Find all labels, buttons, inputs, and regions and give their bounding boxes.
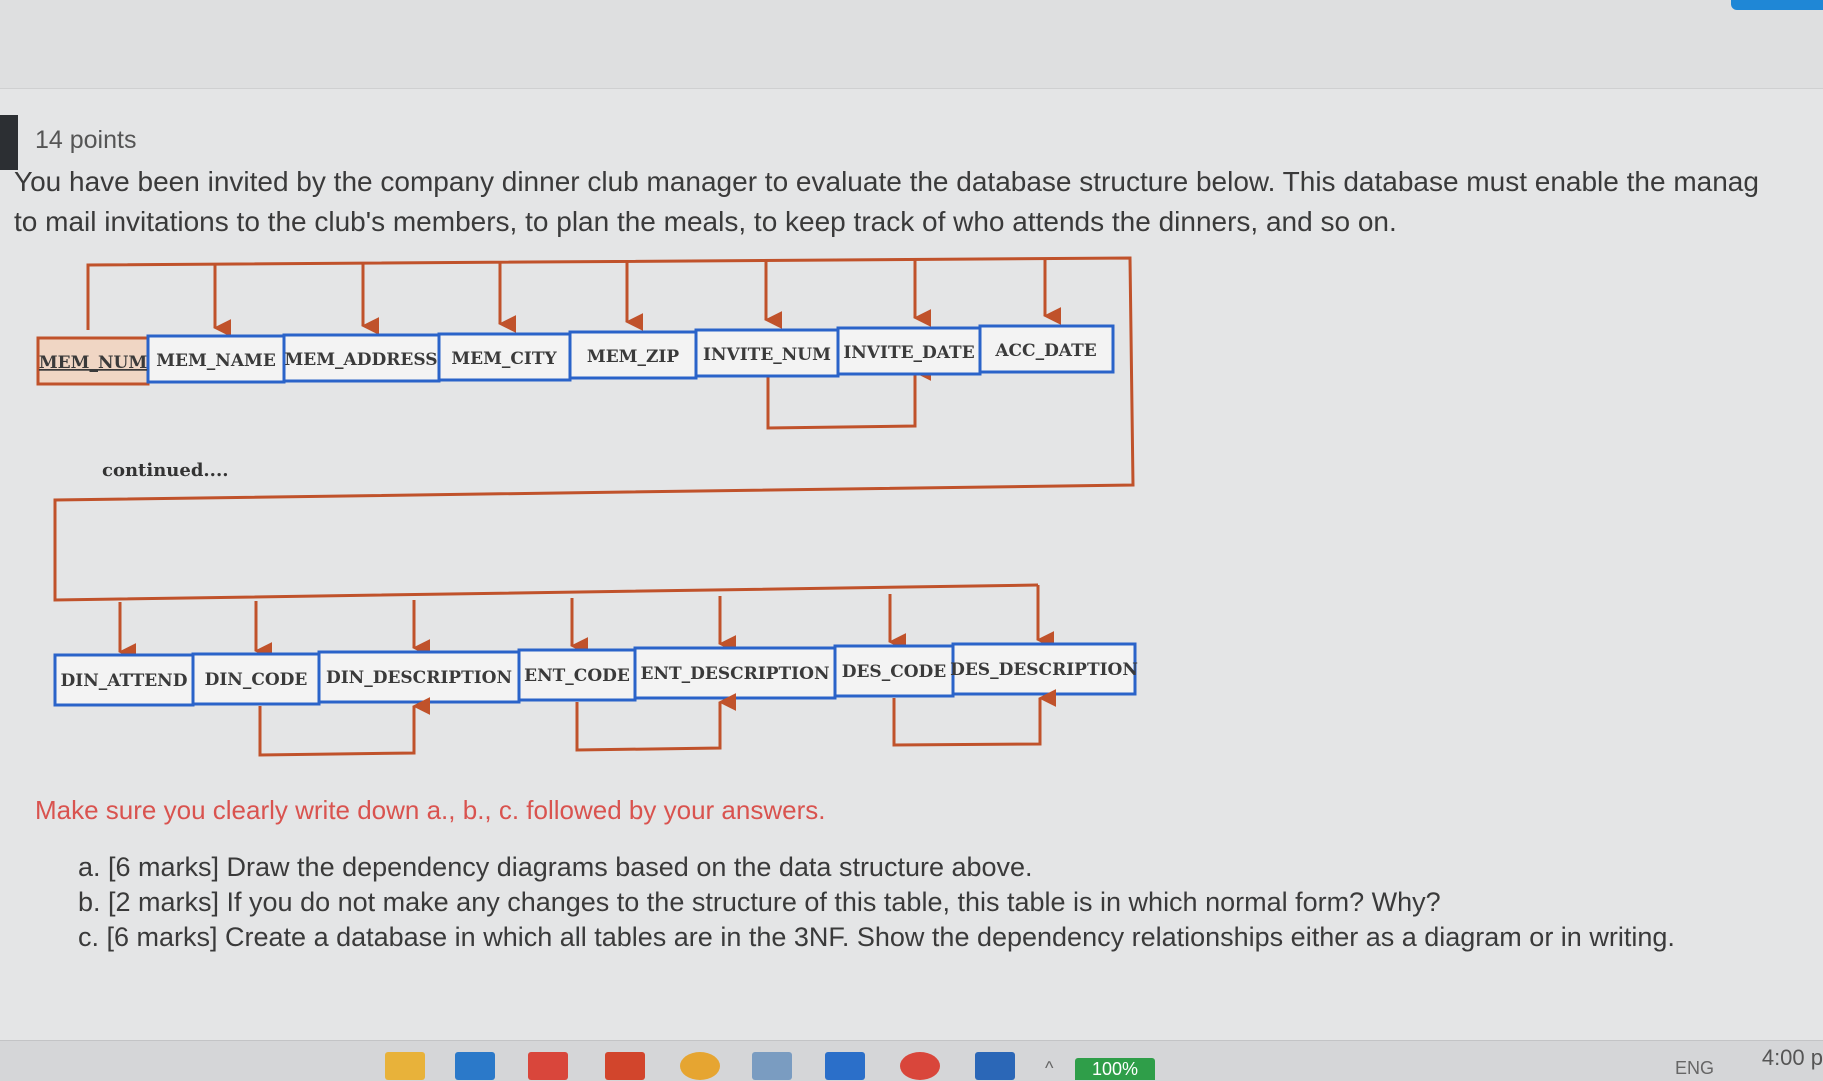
question-line-1: You have been invited by the company din… [14,166,1759,197]
row1-arrows [213,259,1062,337]
attr-mem-name: MEM_NAME [156,351,276,371]
chevron-up-icon[interactable]: ^ [1045,1058,1054,1078]
word-icon[interactable] [975,1052,1015,1080]
attr-box-mem-address [282,333,441,383]
row2-table: DIN_ATTEND DIN_CODE DIN_DESCRIPTION ENT_… [53,642,1138,707]
attr-din-code: DIN_CODE [205,670,308,690]
question-text: You have been invited by the company din… [14,162,1814,242]
attr-mem-num: MEM_NUM [39,353,147,373]
office-icon[interactable] [605,1052,645,1080]
question-item-b: b. [2 marks] If you do not make any chan… [78,887,1441,917]
question-line-2: to mail invitations to the club's member… [14,206,1397,237]
attr-invite-num: INVITE_NUM [703,345,831,365]
attr-ent-description: ENT_DESCRIPTION [641,664,830,684]
attr-box-invite-date [836,326,982,376]
din-dependency [258,697,431,757]
attr-box-mem-zip [568,330,698,380]
attr-din-description: DIN_DESCRIPTION [326,668,512,688]
browser-top-area [0,0,1823,89]
file-explorer-icon[interactable] [385,1052,425,1080]
invite-dependency [766,363,932,430]
gmail-icon[interactable] [528,1052,568,1080]
photos-icon[interactable] [752,1052,792,1080]
attr-des-description: DES_DESCRIPTION [950,660,1138,680]
attr-des-code: DES_CODE [842,662,947,682]
chrome-icon[interactable] [900,1052,940,1080]
attr-mem-zip: MEM_ZIP [587,347,679,367]
attr-mem-city: MEM_CITY [451,349,557,369]
forms-icon[interactable] [825,1052,865,1080]
attr-acc-date: ACC_DATE [994,341,1096,361]
question-item-a: a. [6 marks] Draw the dependency diagram… [78,852,1033,882]
attr-din-attend: DIN_ATTEND [61,671,188,691]
zoom-indicator[interactable]: 100% [1075,1058,1155,1080]
attr-ent-code: ENT_CODE [524,666,630,686]
row1-table: MEM_NUM MEM_NAME MEM_ADDRESS MEM_CITY ME… [36,324,1115,386]
accent-tab[interactable] [1731,0,1823,10]
attr-invite-date: INVITE_DATE [843,343,974,363]
app-icon[interactable] [455,1052,495,1080]
row2-arrows [118,585,1055,661]
chrome-icon[interactable] [680,1052,720,1080]
des-dependency [892,689,1057,747]
question-item-c: c. [6 marks] Create a database in which … [78,922,1675,952]
attr-box-mem-num [36,336,150,386]
attr-box-des-description [951,642,1137,696]
question-marker [0,115,18,170]
attr-mem-address: MEM_ADDRESS [284,350,437,370]
attr-box-mem-city [437,332,572,382]
attr-box-invite-num [694,328,840,378]
attr-box-ent-code [517,648,637,702]
clock[interactable]: 4:00 p [1761,1045,1823,1070]
attr-box-din-attend [53,653,195,707]
ent-dependency [575,693,737,752]
question-items: a. [6 marks] Draw the dependency diagram… [78,850,1675,955]
question-points: 14 points [35,126,137,154]
attr-box-acc-date [978,324,1115,374]
continued-label: continued.... [102,460,229,481]
language-indicator[interactable]: ENG [1675,1058,1715,1078]
instruction-text: Make sure you clearly write down a., b.,… [35,795,826,825]
dependency-diagram: MEM_NUM MEM_NAME MEM_ADDRESS MEM_CITY ME… [36,256,1138,757]
attr-box-des-code [833,644,955,698]
dependency-line-main [53,256,1135,602]
